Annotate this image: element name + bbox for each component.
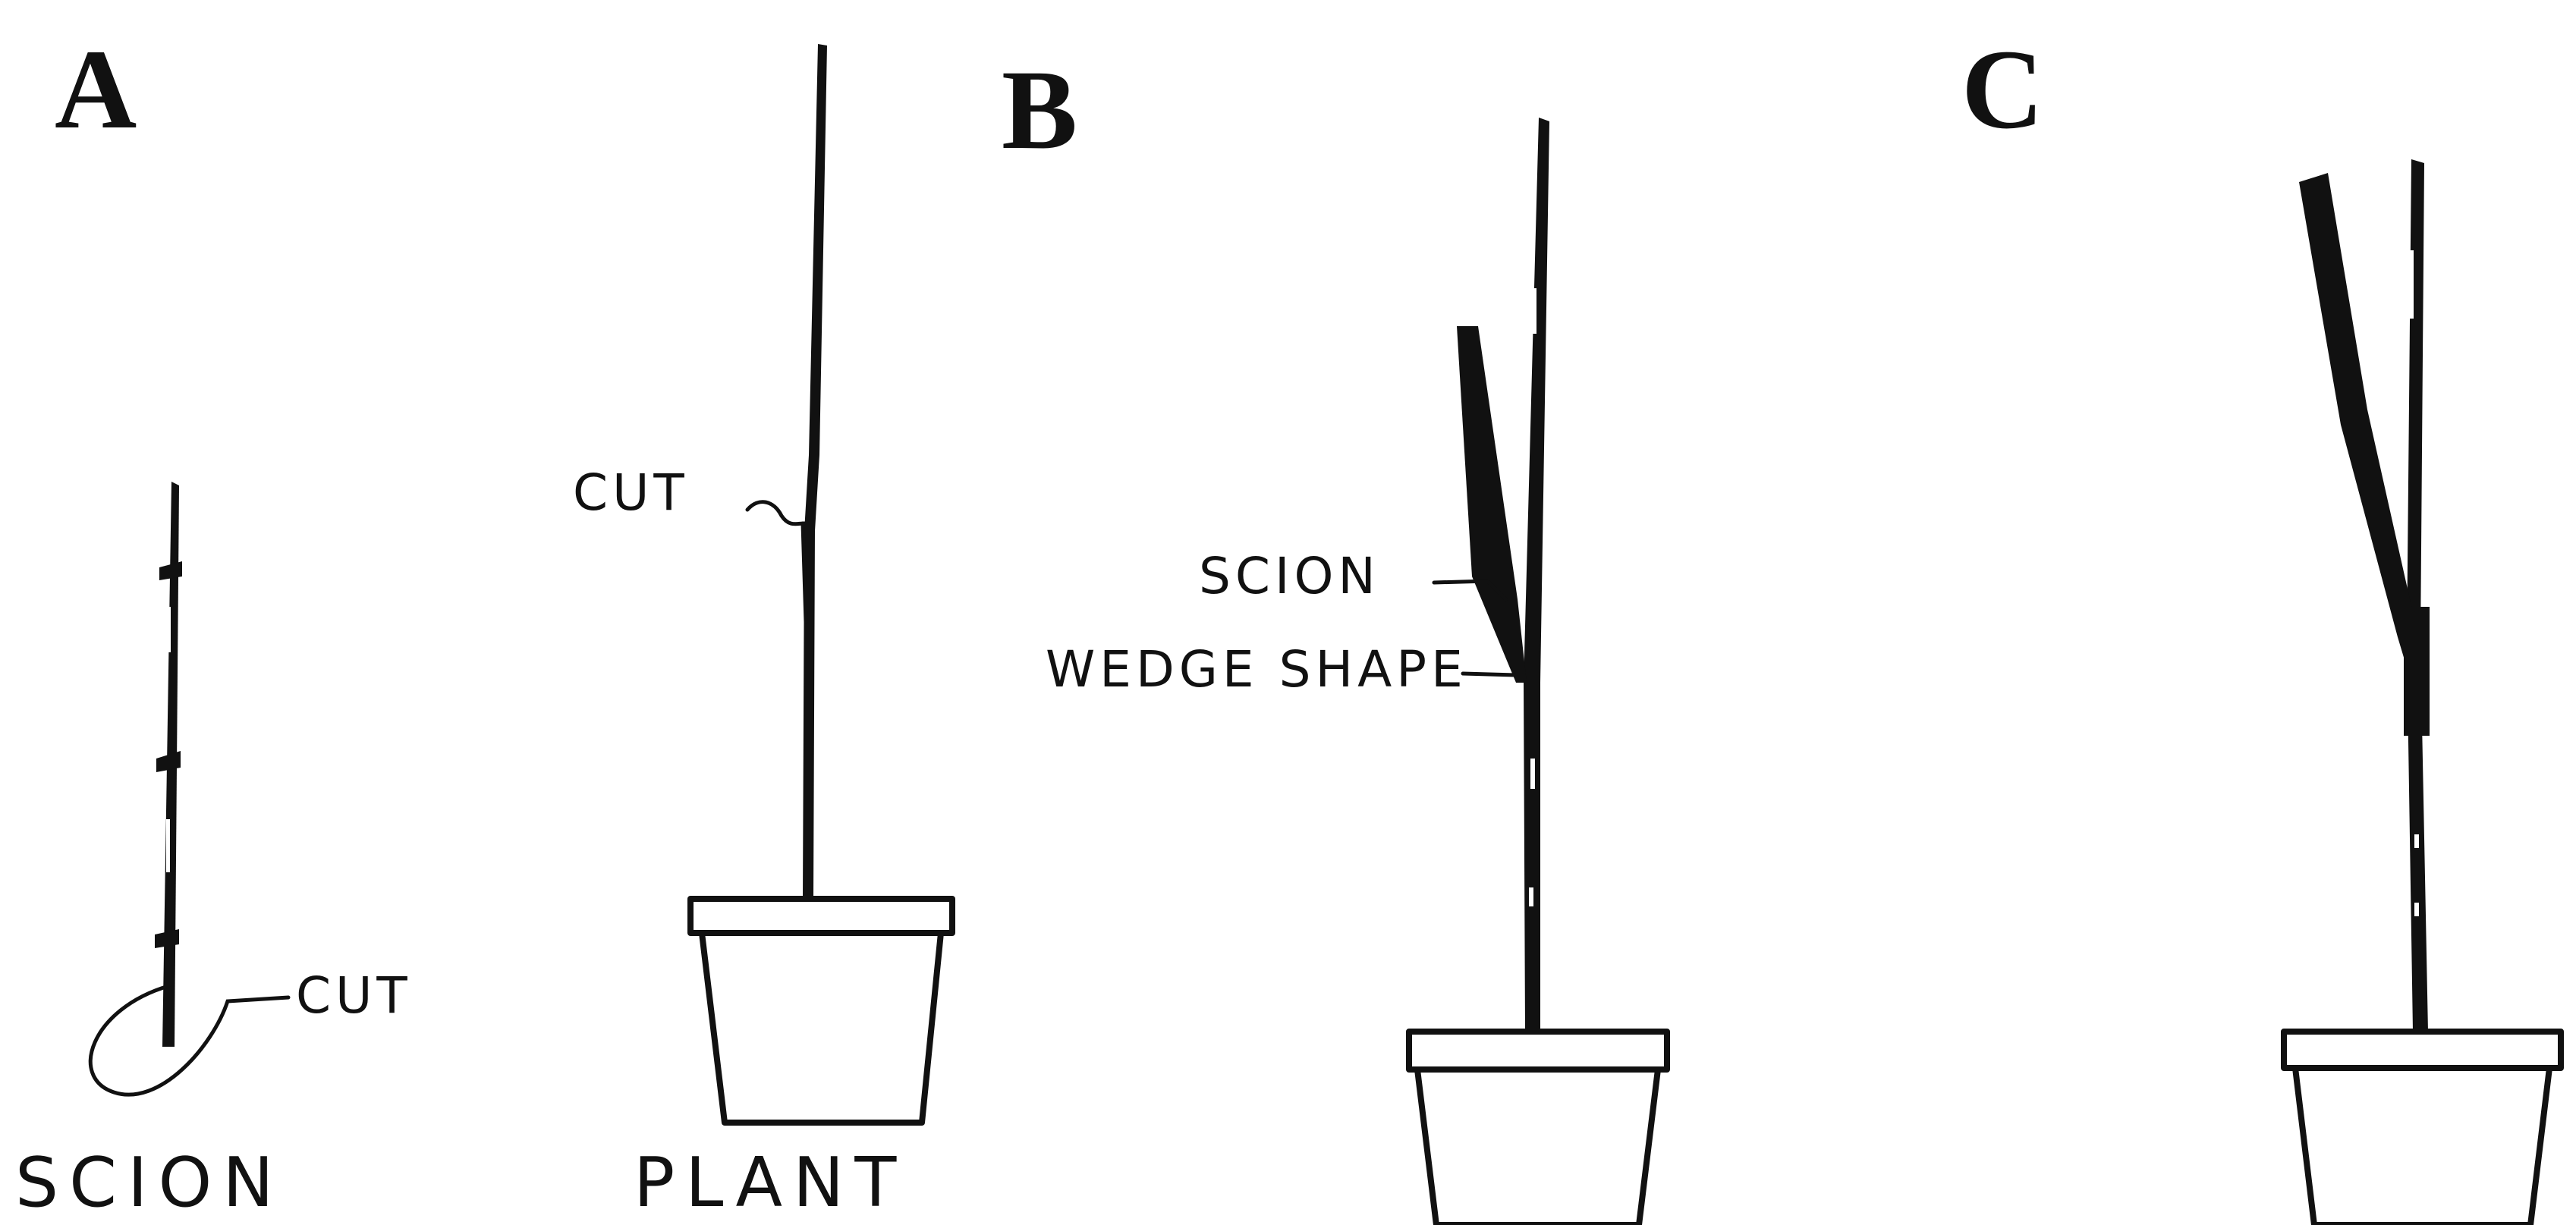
scion-highlight xyxy=(166,819,170,872)
stem-highlight xyxy=(2414,903,2419,916)
pot-body xyxy=(702,933,941,1123)
scion-cut-leader xyxy=(90,986,288,1095)
scion-bud xyxy=(155,929,179,948)
scion-twig xyxy=(90,482,288,1095)
pot-body xyxy=(2295,1068,2549,1225)
wedge-shape-label: WEDGE SHAPE xyxy=(1046,640,1467,699)
panel-b: B SCION WEDGE SHAPE xyxy=(1002,47,1667,1225)
wedge-leader xyxy=(1463,674,1516,675)
rootstock-stem xyxy=(1524,118,1549,1032)
panel-c: C xyxy=(1961,27,2561,1225)
stem-highlight xyxy=(1530,759,1535,789)
grown-scion xyxy=(2299,173,2417,683)
plant-cut-label: CUT xyxy=(573,463,689,522)
plant-label: PLANT xyxy=(634,1143,907,1223)
grafted-plant-c xyxy=(2284,159,2561,1225)
scion-highlight xyxy=(167,607,171,652)
stem-highlight xyxy=(1529,887,1533,906)
plant-stem xyxy=(803,44,827,899)
panel-b-letter: B xyxy=(1002,47,1077,173)
panel-a-letter: A xyxy=(55,27,137,152)
stem-highlight xyxy=(1533,288,1536,334)
scion-label: SCION xyxy=(15,1143,285,1223)
pot-body xyxy=(1417,1070,1658,1225)
scion-cut-label: CUT xyxy=(296,966,412,1025)
panel-c-letter: C xyxy=(1961,27,2043,152)
inserted-scion xyxy=(1457,326,1527,683)
scion-label-b: SCION xyxy=(1199,547,1380,605)
graft-union xyxy=(2404,607,2430,736)
stem-highlight xyxy=(2410,250,2414,319)
plant-cut-leader xyxy=(747,502,804,524)
pot-rim xyxy=(690,899,952,933)
panel-a: A CUT SCION CUT PLANT xyxy=(15,27,952,1223)
pot-rim xyxy=(1409,1032,1667,1070)
pot-rim xyxy=(2284,1032,2561,1068)
stem-highlight xyxy=(2414,834,2419,848)
potted-plant-a xyxy=(690,44,952,1123)
